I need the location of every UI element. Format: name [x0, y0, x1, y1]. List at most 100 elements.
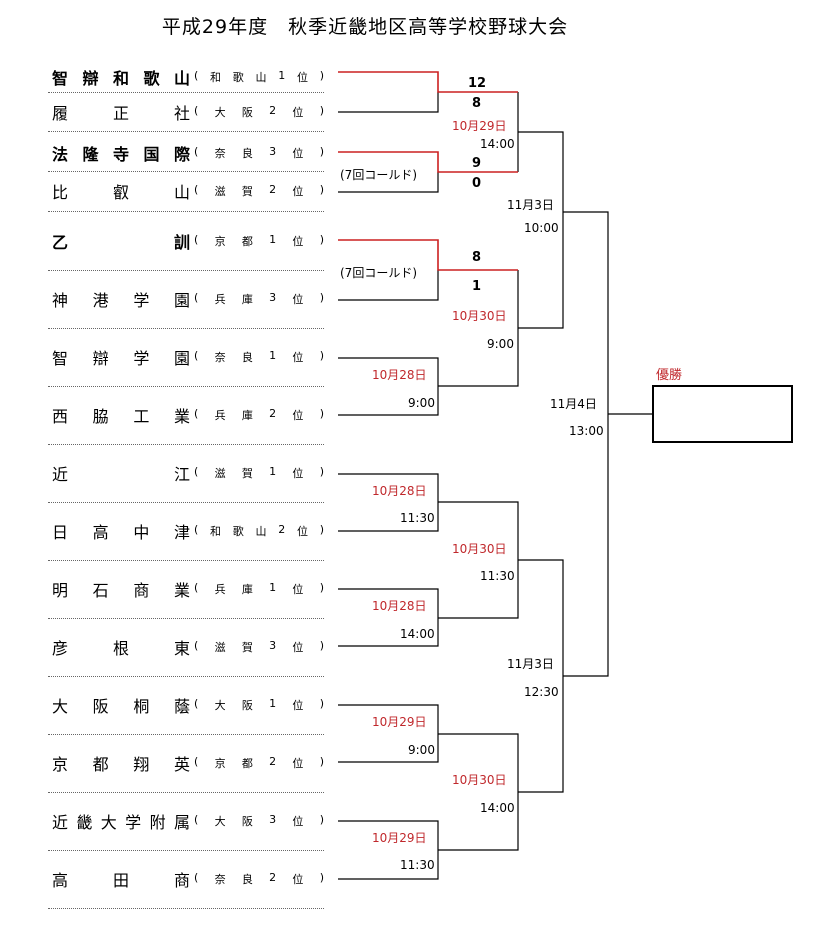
team-seed-char: 大: [214, 106, 226, 119]
date-m5: 10月28日: [372, 484, 427, 498]
row-divider: [48, 92, 324, 93]
team-seed-char: 都: [241, 757, 253, 770]
team-name-char: 智: [52, 349, 69, 368]
team-name-char: 叡: [112, 183, 129, 202]
team-seed-char: 1: [269, 349, 277, 362]
team-name-char: 日: [52, 523, 69, 542]
row-divider: [48, 734, 324, 735]
team-seed-char: 位: [292, 815, 304, 828]
team-name-char: 国: [143, 145, 160, 164]
time-m8: 9:00: [408, 743, 435, 757]
team-seed-char: ): [319, 291, 324, 304]
team-name: 近江: [52, 461, 190, 485]
row-divider: [48, 908, 324, 909]
team-name-char: 津: [173, 523, 190, 542]
team-name-char: 学: [125, 813, 142, 832]
team-name-char: 辯: [92, 349, 109, 368]
bracket-r2-b: [438, 270, 519, 387]
team-name-char: 和: [112, 69, 129, 88]
team-seed-char: 奈: [214, 351, 226, 364]
team-seed-char: 2: [278, 523, 286, 536]
score-m3-b: 1: [472, 279, 482, 294]
team-seed-char: 位: [292, 583, 304, 596]
bracket-m1-bottom: [338, 92, 439, 113]
team-name-char: 彦: [52, 639, 69, 658]
team-seed-char: ): [319, 871, 324, 884]
time-m9: 14:00: [480, 801, 515, 815]
team-name-char: 中: [133, 523, 150, 542]
team-seed-char: ): [319, 813, 324, 826]
team-name: 近畿大学附属: [52, 809, 190, 833]
row-divider: [48, 171, 324, 172]
team-name-char: 田: [112, 871, 129, 890]
time-m7: 14:00: [400, 627, 435, 641]
team-name: 乙訓: [52, 229, 190, 253]
date-m3: 10月30日: [452, 309, 507, 323]
team-seed-char: (: [194, 291, 199, 304]
team-name-char: 都: [92, 755, 109, 774]
time-m10: 11:30: [400, 858, 435, 872]
bracket-m2-bottom: [338, 172, 439, 193]
team-seed-char: 位: [292, 757, 304, 770]
team-seed-char: ): [319, 69, 324, 82]
team-name: 智辯学園: [52, 345, 190, 369]
bracket-qf2: [518, 559, 564, 793]
team-seed-char: (: [194, 465, 199, 478]
team-seed-char: 位: [292, 467, 304, 480]
date-m6: 10月30日: [452, 542, 507, 556]
team-seed-char: 1: [278, 69, 286, 82]
team-name: 彦根東: [52, 635, 190, 659]
team-seed-char: 2: [269, 183, 277, 196]
team-name-char: 神: [52, 291, 69, 310]
team-seed-char: 滋: [214, 641, 226, 654]
time-m1: 14:00: [480, 137, 515, 151]
team-name: 日高中津: [52, 519, 190, 543]
team-seed-char: (: [194, 755, 199, 768]
team-seed-char: 3: [269, 145, 277, 158]
team-name-char: 大: [52, 697, 69, 716]
bracket-m3-bottom: [338, 270, 439, 301]
team-seed-char: ): [319, 183, 324, 196]
team-name-char: 商: [133, 581, 150, 600]
team-seed-char: 賀: [241, 467, 253, 480]
team-seed-char: 位: [296, 525, 308, 538]
team-name: 神港学園: [52, 287, 190, 311]
date-m9: 10月30日: [452, 773, 507, 787]
win-line-m2: [338, 151, 518, 173]
time-m3: 9:00: [487, 337, 514, 351]
team-seed-char: 位: [292, 185, 304, 198]
date-qf1: 11月3日: [507, 198, 554, 212]
team-name-char: 阪: [92, 697, 109, 716]
team-seed-char: (: [194, 871, 199, 884]
team-seed-char: 位: [292, 106, 304, 119]
team-seed-char: 賀: [241, 641, 253, 654]
team-seed-char: ): [319, 233, 324, 246]
team-seed-char: 3: [269, 813, 277, 826]
team-seed-char: 庫: [241, 583, 253, 596]
row-divider: [48, 211, 324, 212]
team-seed-char: (: [194, 104, 199, 117]
bracket-qf1: [518, 131, 564, 329]
team-seed-char: 2: [269, 871, 277, 884]
date-m8: 10月29日: [372, 715, 427, 729]
score-m3-a: 8: [472, 250, 482, 265]
team-seed-char: ): [319, 697, 324, 710]
team-name-char: 属: [173, 813, 190, 832]
team-seed-char: 兵: [214, 583, 226, 596]
team-name-char: 脇: [92, 407, 109, 426]
team-name: 京都翔英: [52, 751, 190, 775]
champion-box: [652, 385, 793, 443]
